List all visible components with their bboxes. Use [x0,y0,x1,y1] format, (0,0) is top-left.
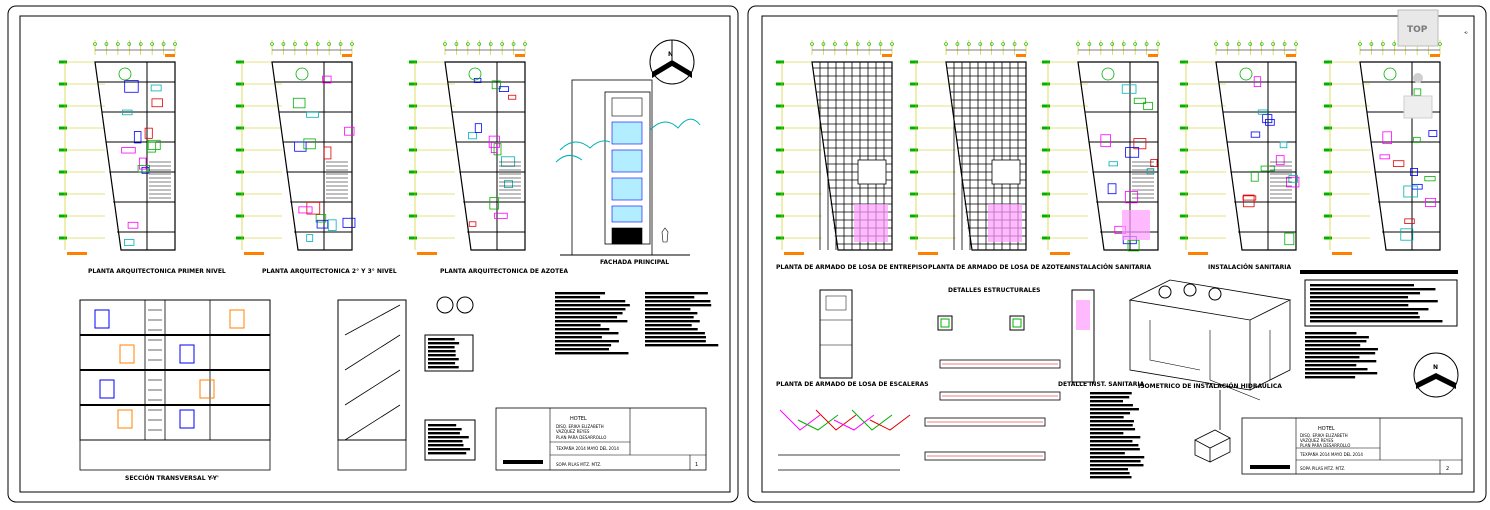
view-cube-top-label[interactable]: TOP [1407,25,1428,35]
tb2-location: SOPA PILAS MTZ. MTZ. [1300,466,1345,471]
tb2-project: HOTEL [1318,426,1335,432]
isometric-hydraulic [1128,279,1292,463]
north-arrow-sheet2: N [1413,352,1459,398]
tb1-sheet-number: 1 [695,462,698,468]
tb1-location: SOPA PILAS MTZ. MTZ. [556,462,601,467]
north-arrow: N [649,39,695,85]
tb2-author2: VAZQUEZ REYES [1300,438,1334,443]
tb1-author2: VAZQUEZ REYES [556,429,590,434]
tb1-project: HOTEL [570,416,587,422]
title-s2-details: DETALLES ESTRUCTURALES [948,287,1040,294]
view-cube-side-glyph[interactable]: ⟲ [1464,30,1468,35]
view-cube[interactable]: TOP ⟲ [1397,9,1468,119]
tb2-sheet-number: 2 [1446,466,1449,472]
title-s2-iso: ISOMETRICO DE INSTALACIÓN HIDRAULICA [1138,383,1282,390]
title-s1-plan1: PLANTA ARQUITECTONICA PRIMER NIVEL [88,268,226,275]
stair-slab-plan [819,289,853,379]
cross-section-y-y [79,299,271,471]
title-s1-plan3: PLANTA ARQUITECTONICA DE AZOTEA [440,268,568,275]
sheet1-notes [424,292,719,461]
title-s2-plan4: INSTALACIÓN SANITARIA [1208,264,1292,271]
tb1-author1: DISQ. ERIKA ELIZABETH [556,424,604,429]
title-s1-plan2: PLANTA ARQUITECTONICA 2° Y 3° NIVEL [262,268,397,275]
title-s1-section: SECCIÓN TRANSVERSAL Y-Y' [125,475,219,482]
title-s1-facade: FACHADA PRINCIPAL [600,259,669,266]
sheet2-structural-plans [774,40,1442,255]
tb1-date: TEXPAÑA 2014 MAYO DEL 2014 [555,446,619,451]
sheet-frames [7,5,1487,503]
sheet2-notes [1090,270,1458,479]
tb1-line3: PLAN PARA DESARROLLO [556,435,606,440]
title-s2-stairs: PLANTA DE ARMADO DE LOSA DE ESCALERAS [776,381,929,388]
stair-section [337,299,407,471]
north-label-2: N [1433,364,1438,371]
title-s2-plan2: PLANTA DE ARMADO DE LOSA DE AZOTEA [928,264,1069,271]
titleblock-sheet2: HOTEL DISQ. ERIKA ELIZABETH VAZQUEZ REYE… [1241,417,1463,475]
tb2-date: TEXPAÑA 2014 MAYO DEL 2014 [1299,452,1363,457]
tb2-author1: DISQ. ERIKA ELIZABETH [1300,433,1348,438]
main-facade-drawing [555,79,701,256]
structural-details [778,289,1095,471]
titleblock-sheet1: HOTEL DISQ. ERIKA ELIZABETH VAZQUEZ REYE… [495,407,707,471]
title-s2-plan1: PLANTA DE ARMADO DE LOSA DE ENTREPISO [776,264,928,271]
tb2-line3: PLAN PARA DESARROLLO [1300,443,1350,448]
north-label: N [668,51,673,58]
title-s2-sanit: DETALLE INST. SANITARIA [1058,381,1145,388]
sheet1-floor-plans [57,40,527,255]
title-s2-plan3: INSTALACIÓN SANITARIA [1068,264,1152,271]
